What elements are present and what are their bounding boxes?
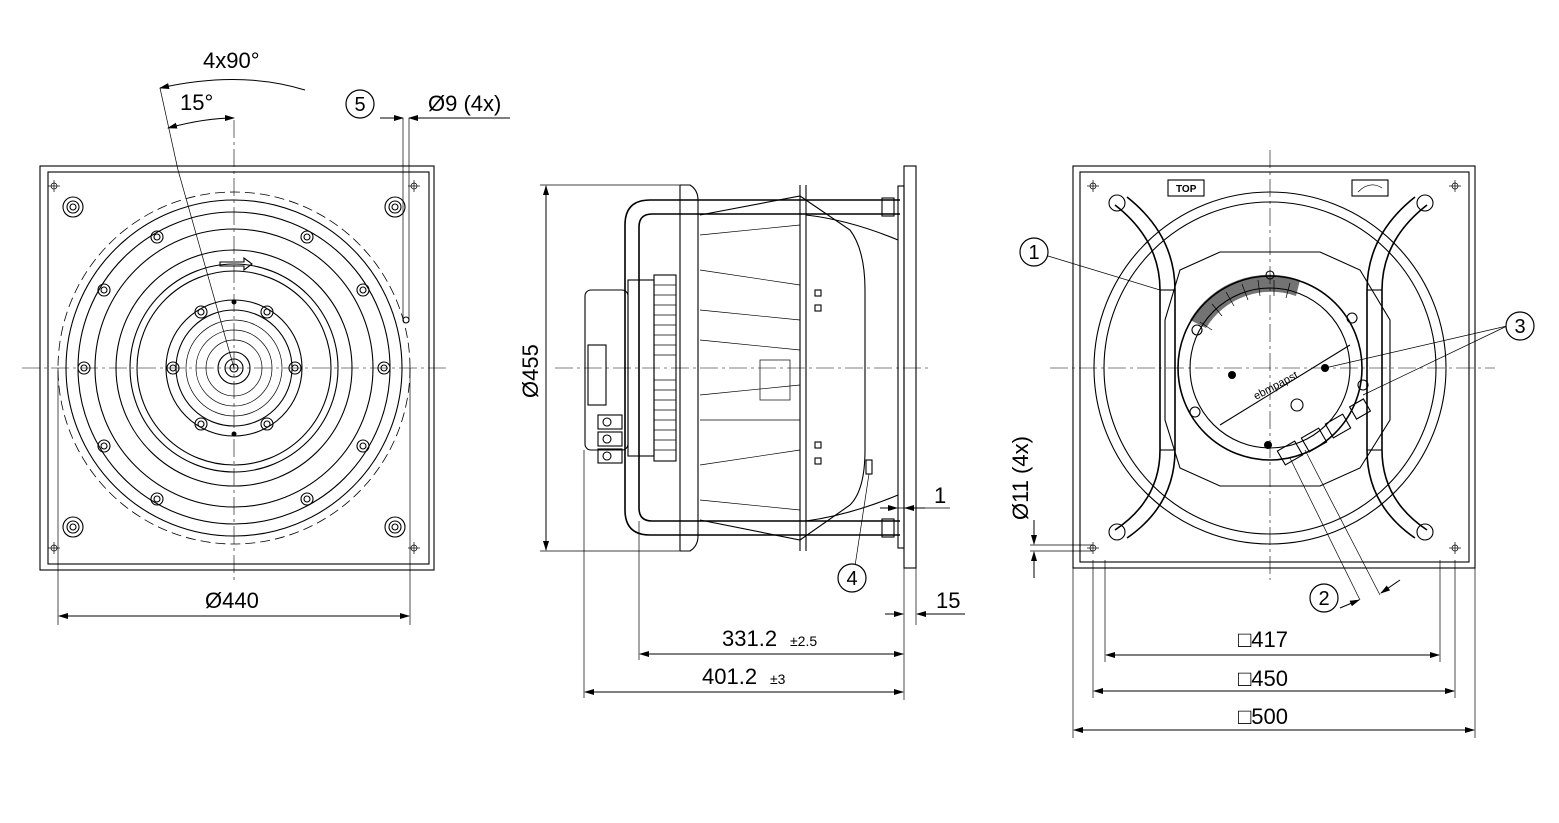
callout-5-label: 5 [354,94,365,116]
callout-1-label: 1 [1028,242,1039,264]
front-view: 4x90° 15° Ø9 (4x) 5 Ø440 [22,48,510,625]
square-500-label: 500 [1251,704,1288,729]
total-length-label: 401.2 [702,664,757,689]
gap-dimension: 1 [934,483,946,508]
square-450-label: 450 [1251,666,1288,691]
angle-pattern-label: 4x90° [203,48,260,73]
square-symbol-1: □ [1238,627,1251,652]
square-symbol-2: □ [1238,666,1251,691]
inner-length-tolerance: ±2.5 [790,633,817,649]
total-length-tolerance: ±3 [770,671,786,687]
impeller-diameter-label: Ø440 [205,588,259,613]
top-label: TOP [1176,184,1197,195]
brand-label: ebmpapst [1252,369,1300,402]
callout-3-label: 3 [1514,316,1525,338]
callout-2 [1309,583,1339,613]
callout-4-label: 4 [846,568,857,590]
svg-text:□500: □500 [1238,704,1288,729]
square-symbol-3: □ [1238,704,1251,729]
callout-2-label: 2 [1318,588,1329,610]
callout-5 [345,89,375,119]
angle-offset-label: 15° [180,90,213,115]
callout-3 [1505,311,1535,341]
rotation-icon [1351,179,1389,197]
rear-hole-dimension: Ø11 (4x) [1008,436,1033,520]
front-hole-dimension: Ø9 (4x) [428,91,501,116]
callout-1 [1019,237,1049,267]
top-label-box [1167,179,1205,197]
svg-text:□417: □417 [1238,627,1288,652]
inner-length-label: 331.2 [722,626,777,651]
side-view: 4 Ø455 1 15 331.2 ±2.5 401.2 ±3 [518,165,965,700]
svg-text:□450: □450 [1238,666,1288,691]
square-417-label: 417 [1251,627,1288,652]
callout-4 [837,563,867,593]
outer-diameter-label: Ø455 [518,344,543,398]
flange-dimension: 15 [936,588,960,613]
rear-view: ebmpapst TOP 1 [1008,150,1535,738]
